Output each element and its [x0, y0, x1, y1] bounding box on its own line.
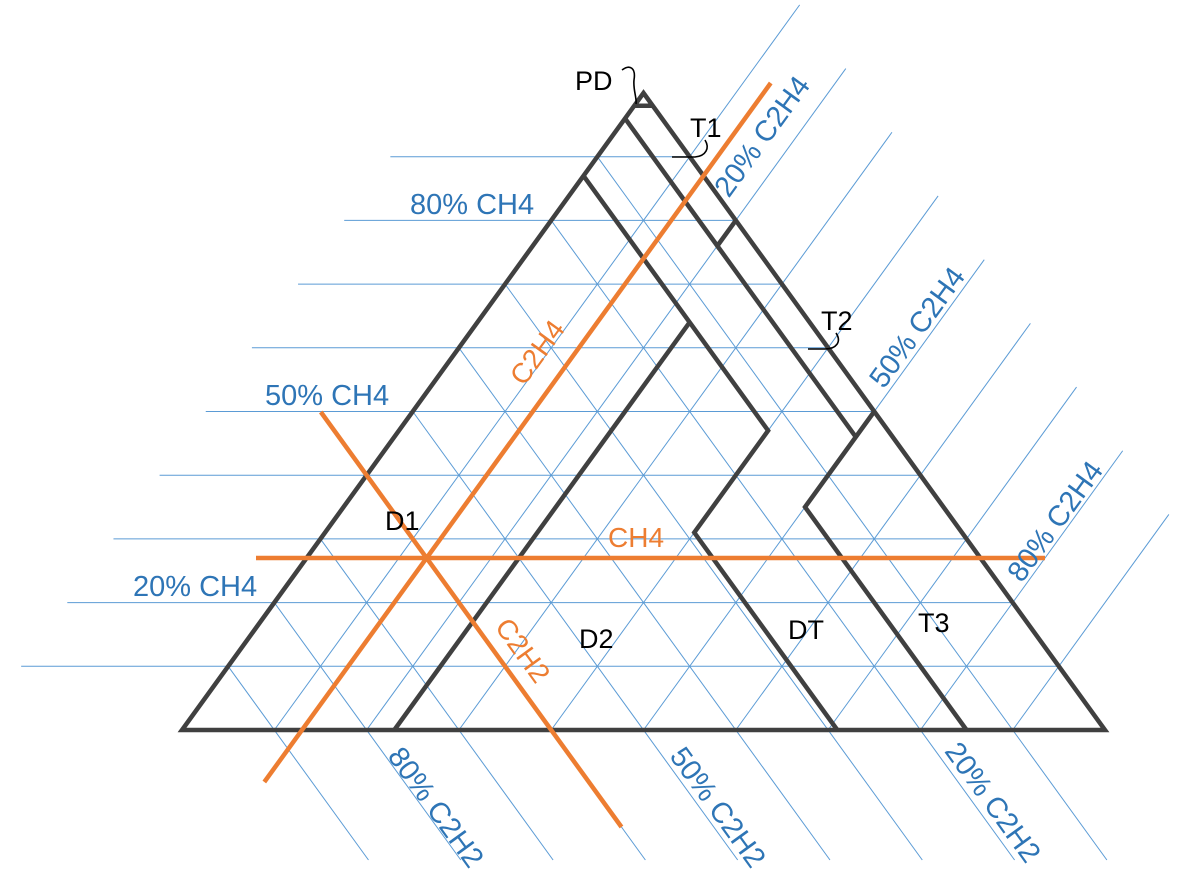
example-c2h2-label: C2H2: [489, 612, 556, 688]
grid-line-c2h4-20: [366, 68, 847, 731]
zone-boundary-5: [581, 174, 840, 732]
label-20-ch4: 20% CH4: [133, 571, 257, 603]
label-50-ch4: 50% CH4: [265, 380, 389, 412]
example-c2h4-line: [262, 81, 773, 784]
grid-line-c2h4-90: [1012, 514, 1170, 731]
zone-label-d1: D1: [385, 506, 420, 536]
grid-line-c2h4-80: [919, 450, 1124, 731]
grid-line-c2h2-90: [227, 666, 369, 861]
zone-label-t1: T1: [690, 113, 722, 143]
zone-label-pd: PD: [575, 66, 613, 96]
example-c2h2-line: [318, 410, 624, 829]
zone-label-t2: T2: [821, 306, 853, 336]
grid-line-c2h2-20: [550, 220, 1015, 861]
example-point-lines: [256, 81, 1045, 829]
label-50-c2h2: 50% C2H2: [663, 742, 771, 874]
label-80-c2h2: 80% C2H2: [381, 742, 489, 874]
grid-line-c2h4-30: [458, 131, 893, 731]
grid-line-c2h2-10: [596, 156, 1108, 861]
zone-label-d2: D2: [579, 624, 614, 654]
grid-line-c2h4-60: [735, 323, 1031, 731]
zone-boundary-6: [392, 320, 692, 732]
label-80-ch4: 80% CH4: [410, 189, 534, 221]
zone-boundaries: [392, 103, 969, 732]
example-c2h4-label: C2H4: [504, 314, 571, 390]
grid-line-c2h2-40: [458, 347, 831, 861]
grid-line-c2h4-10: [273, 4, 801, 731]
label-20-c2h2: 20% C2H2: [938, 737, 1046, 869]
zone-label-t3: T3: [918, 608, 950, 638]
zone-label-dt: DT: [788, 615, 824, 645]
t2-leader: [808, 332, 840, 350]
zone-boundary-3: [715, 244, 858, 439]
t1-leader: [672, 139, 708, 158]
pd-leader: [621, 66, 637, 105]
zone-boundary-4: [802, 410, 969, 732]
label-50-c2h4: 50% C2H4: [864, 262, 972, 394]
label-80-c2h4: 80% C2H4: [1002, 456, 1110, 588]
triangle-outline: [177, 89, 1110, 733]
grid-line-c2h2-30: [504, 283, 923, 861]
example-ch4-label: CH4: [608, 522, 664, 553]
grid-line-c2h2-50: [412, 411, 739, 861]
grid-line-c2h2-70: [320, 538, 554, 861]
